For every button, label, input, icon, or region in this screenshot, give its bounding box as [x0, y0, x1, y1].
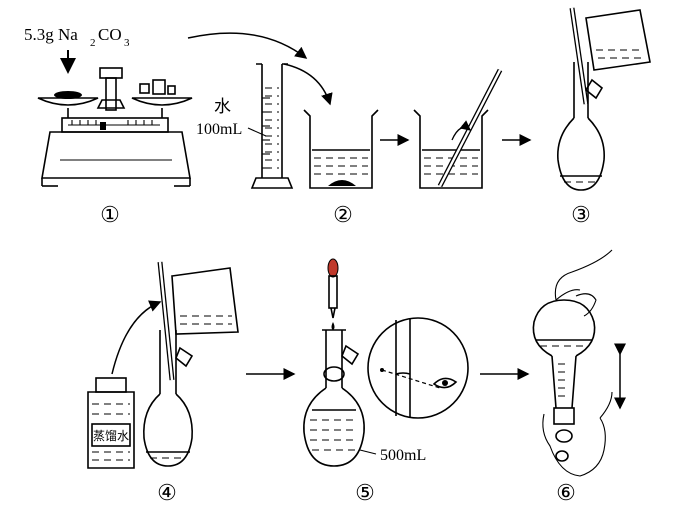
volumetric-flask-icon: [557, 62, 605, 191]
formula-co-label: CO: [98, 25, 122, 44]
step6-mixing: ⑥: [532, 249, 626, 505]
formula-subscript-2: 2: [90, 37, 96, 49]
inverted-flask-icon: [532, 299, 596, 462]
step3-transfer: ③: [557, 7, 651, 227]
sight-line: [381, 369, 441, 389]
volume-pointer: [247, 127, 267, 137]
dropper-bulb-icon: [327, 258, 339, 278]
pour-arrow: [111, 300, 162, 375]
flask-volume-label: 500mL: [380, 447, 426, 464]
water-label: 水: [214, 97, 231, 117]
hand-top-icon: [554, 249, 613, 317]
mass-label: 5.3g Na: [24, 25, 78, 44]
step4-add-water: 蒸馏水 ④: [87, 261, 239, 505]
step2-dissolving: 水 100mL ②: [187, 32, 379, 227]
step1-weighing: 5.3g Na 2 CO 3: [24, 25, 193, 227]
flask-volume-pointer: [359, 449, 377, 455]
water-to-beaker-arrow: [283, 63, 333, 106]
step-number-5: ⑤: [355, 480, 375, 505]
step-number-3: ③: [571, 202, 591, 227]
pour-to-beaker-arrow: [187, 32, 308, 59]
stir-motion-arrow: [451, 120, 472, 141]
eye-icon: [432, 377, 458, 389]
step-number-4: ④: [157, 480, 177, 505]
formula-subscript-3: 3: [124, 37, 130, 49]
step-number-6: ⑥: [556, 480, 576, 505]
balance-icon: [37, 67, 193, 187]
volumetric-flask-step5-icon: [303, 329, 365, 467]
hand-bottom-icon: [542, 391, 613, 477]
wash-bottle-icon: 蒸馏水: [87, 377, 135, 469]
beaker-icon: [303, 109, 379, 189]
pouring-beaker-step4-icon: [171, 267, 239, 335]
magnified-view-icon: [367, 317, 469, 419]
graduated-cylinder-icon: [250, 63, 294, 189]
step-number-2: ②: [333, 202, 353, 227]
step5-make-to-volume: 500mL ⑤: [303, 258, 469, 505]
step-number-1: ①: [100, 202, 120, 227]
pouring-beaker-icon: [585, 9, 651, 71]
stirring-beaker-icon: [413, 68, 503, 189]
volumetric-flask-step4-icon: [143, 330, 194, 467]
water-volume-label: 100mL: [196, 121, 242, 138]
dropper-icon: [328, 275, 338, 330]
distilled-water-label: 蒸馏水: [93, 429, 129, 443]
